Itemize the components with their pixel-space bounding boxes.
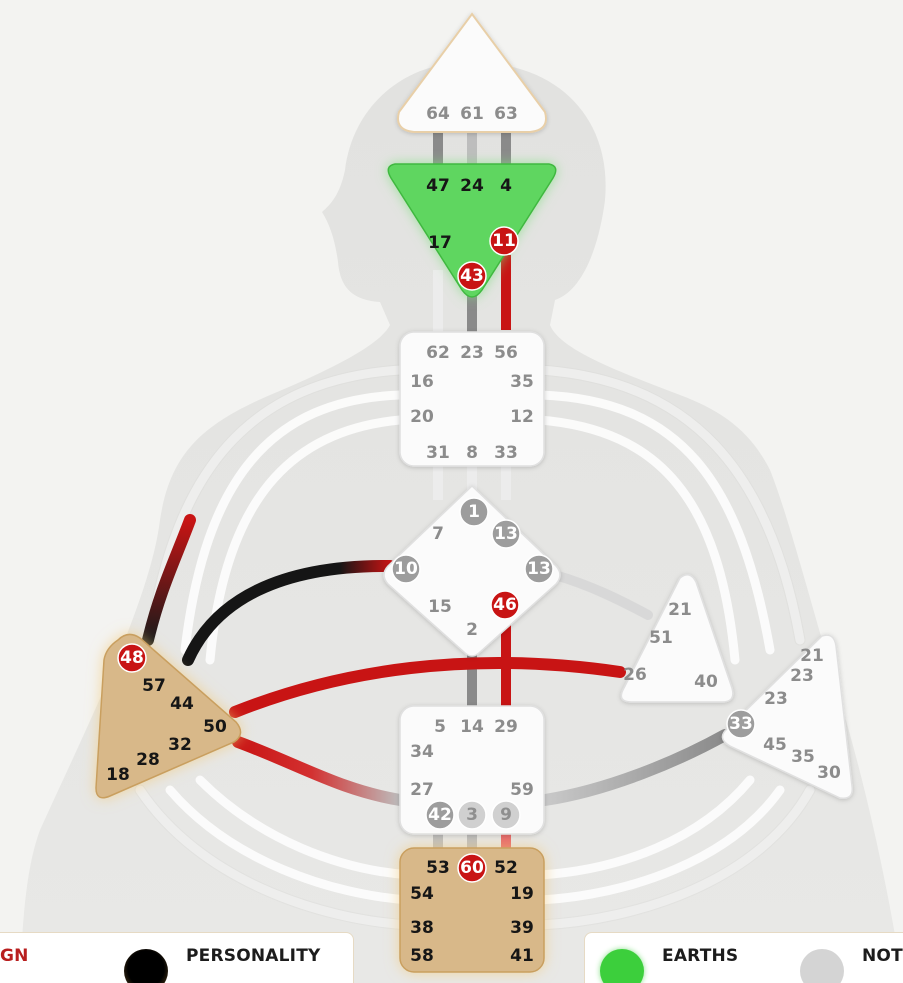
gate-52-label: 52 (494, 858, 518, 878)
gate-23-label: 23 (790, 666, 814, 686)
gate-64-label: 64 (426, 104, 450, 124)
gate-33-label: 33 (494, 443, 518, 463)
gate-1-label: 1 (468, 502, 480, 522)
gate-18-label: 18 (106, 765, 130, 785)
gate-56-label: 56 (494, 343, 518, 363)
legend-earths: EARTHS (600, 946, 738, 983)
gate-20-label: 20 (410, 407, 434, 427)
gate-57-label: 57 (142, 676, 166, 696)
gate-17-label: 17 (428, 233, 452, 253)
gate-35-label: 35 (791, 747, 815, 767)
personality-swatch-icon (124, 949, 168, 983)
gate-59-label: 59 (510, 780, 534, 800)
gate-51-label: 51 (649, 628, 673, 648)
gate-54-label: 54 (410, 884, 434, 904)
legend-personality: PERSONALITY (124, 946, 321, 983)
gate-44-label: 44 (170, 694, 194, 714)
gate-24-label: 24 (460, 176, 484, 196)
gate-3-label: 3 (466, 805, 478, 825)
gate-19-label: 19 (510, 884, 534, 904)
gate-48-label: 48 (120, 648, 144, 668)
legend-not: NOT (800, 946, 903, 983)
gate-61-label: 61 (460, 104, 484, 124)
gate-34-label: 34 (410, 742, 434, 762)
gate-31-label: 31 (426, 443, 450, 463)
legend-design-label: GN (0, 946, 29, 966)
gate-16-label: 16 (410, 372, 434, 392)
gate-60-label: 60 (460, 858, 484, 878)
gate-13-label: 13 (527, 559, 551, 579)
gate-11-label: 11 (492, 231, 516, 251)
gate-63-label: 63 (494, 104, 518, 124)
gate-29-label: 29 (494, 717, 518, 737)
gate-42-label: 42 (428, 805, 452, 825)
gate-4-label: 4 (500, 176, 512, 196)
gate-23-label: 23 (460, 343, 484, 363)
gate-45-label: 45 (763, 735, 787, 755)
gate-23-label: 23 (764, 689, 788, 709)
gate-35-label: 35 (510, 372, 534, 392)
legend-not-label: NOT (862, 946, 903, 966)
legend-personality-label: PERSONALITY (186, 946, 321, 966)
gate-7-label: 7 (432, 524, 444, 544)
gate-47-label: 47 (426, 176, 450, 196)
gate-30-label: 30 (817, 763, 841, 783)
gate-33-label: 33 (729, 714, 753, 734)
gate-28-label: 28 (136, 750, 160, 770)
gate-46-label: 46 (493, 595, 517, 615)
gate-14-label: 14 (460, 717, 484, 737)
gate-8-label: 8 (466, 443, 478, 463)
gate-9-label: 9 (500, 805, 512, 825)
gate-12-label: 12 (510, 407, 534, 427)
gate-21-label: 21 (668, 600, 692, 620)
legend-design: GN (0, 946, 29, 966)
gate-32-label: 32 (168, 735, 192, 755)
gate-13-label: 13 (494, 524, 518, 544)
legend-earths-label: EARTHS (662, 946, 738, 966)
gate-15-label: 15 (428, 597, 452, 617)
gate-26-label: 26 (623, 665, 647, 685)
earths-swatch-icon (600, 949, 644, 983)
gate-10-label: 10 (394, 559, 418, 579)
gate-21-label: 21 (800, 646, 824, 666)
legend: GN PERSONALITY EARTHS NOT (0, 932, 903, 983)
gate-53-label: 53 (426, 858, 450, 878)
gate-43-label: 43 (460, 266, 484, 286)
gate-2-label: 2 (466, 620, 478, 640)
gate-5-label: 5 (434, 717, 446, 737)
gate-27-label: 27 (410, 780, 434, 800)
gate-50-label: 50 (203, 717, 227, 737)
gate-62-label: 62 (426, 343, 450, 363)
not-swatch-icon (800, 949, 844, 983)
gate-40-label: 40 (694, 672, 718, 692)
